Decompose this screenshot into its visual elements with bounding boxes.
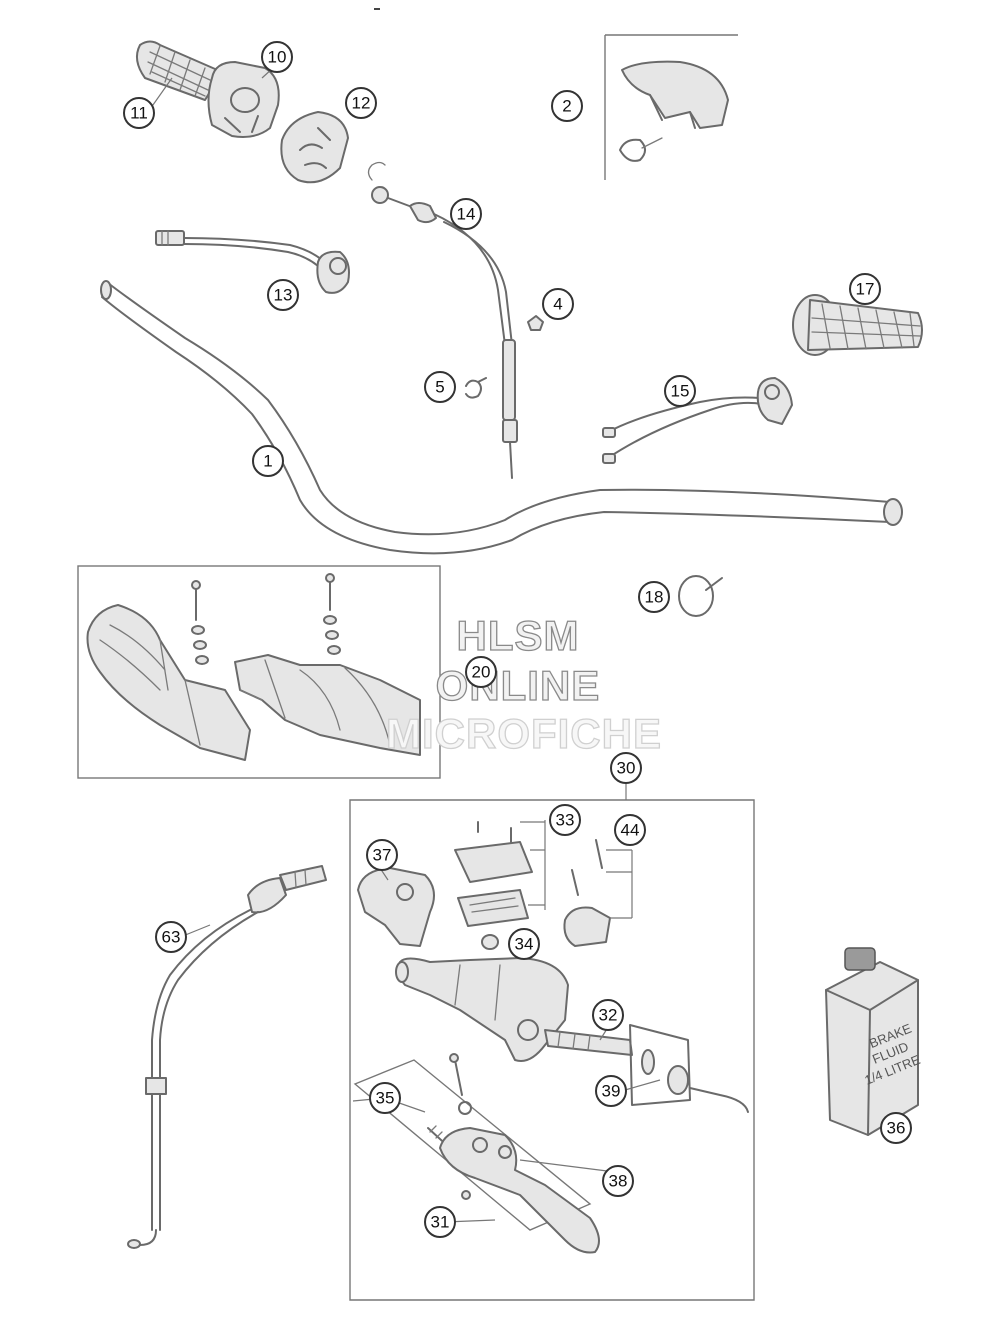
callout-20[interactable]: 20 <box>465 656 497 688</box>
callout-30[interactable]: 30 <box>610 752 642 784</box>
watermark-line-1: HLSM <box>457 612 580 659</box>
callout-5-label: 5 <box>435 378 444 397</box>
callout-10-label: 10 <box>268 48 287 67</box>
callout-38-label: 38 <box>609 1172 628 1191</box>
callout-4-label: 4 <box>553 295 562 314</box>
master-cylinder-box <box>349 784 755 1301</box>
handlebar <box>100 280 903 555</box>
callout-39-label: 39 <box>602 1082 621 1101</box>
watermark-line-2: ONLINE <box>436 662 601 709</box>
nut-4 <box>527 315 544 331</box>
throttle-grip <box>135 40 223 101</box>
callout-35-label: 35 <box>376 1089 395 1108</box>
callout-18[interactable]: 18 <box>638 581 670 613</box>
callout-30-label: 30 <box>617 759 636 778</box>
ring-18 <box>678 575 723 617</box>
callout-2[interactable]: 2 <box>551 90 583 122</box>
callout-34-label: 34 <box>515 935 534 954</box>
part-2-box <box>604 34 738 180</box>
callout-12[interactable]: 12 <box>345 87 377 119</box>
callout-33[interactable]: 33 <box>549 804 581 836</box>
brake-fluid-bottle: BRAKE FLUID 1/4 LITRE <box>825 947 923 1136</box>
callout-34[interactable]: 34 <box>508 928 540 960</box>
callout-14[interactable]: 14 <box>450 198 482 230</box>
callout-4[interactable]: 4 <box>542 288 574 320</box>
callout-5[interactable]: 5 <box>424 371 456 403</box>
handguard-box <box>77 565 441 779</box>
throttle-cable <box>367 161 518 479</box>
callout-11[interactable]: 11 <box>123 97 155 129</box>
switch-15 <box>602 377 793 464</box>
callout-17[interactable]: 17 <box>849 273 881 305</box>
clip-5 <box>465 377 487 399</box>
callout-44[interactable]: 44 <box>614 814 646 846</box>
callout-1-label: 1 <box>263 452 272 471</box>
callout-1[interactable]: 1 <box>252 445 284 477</box>
brake-switch-cable <box>127 865 327 1249</box>
callout-36-label: 36 <box>887 1119 906 1138</box>
callout-44-label: 44 <box>621 821 640 840</box>
callout-31-label: 31 <box>431 1213 450 1232</box>
callout-18-label: 18 <box>645 588 664 607</box>
callout-32-label: 32 <box>599 1006 618 1025</box>
callout-38[interactable]: 38 <box>602 1165 634 1197</box>
callout-13[interactable]: 13 <box>267 279 299 311</box>
callout-12-label: 12 <box>352 94 371 113</box>
watermark: HLSM ONLINE MICROFICHE <box>385 611 662 757</box>
callout-20-label: 20 <box>472 663 491 682</box>
callout-37[interactable]: 37 <box>366 839 398 871</box>
callout-11-label: 11 <box>130 104 148 123</box>
housing-cover <box>280 111 349 184</box>
kill-switch <box>155 230 350 294</box>
throttle-housing <box>207 61 280 138</box>
callout-63-label: 63 <box>162 928 181 947</box>
callout-33-label: 33 <box>556 811 575 830</box>
callout-35[interactable]: 35 <box>369 1082 401 1114</box>
callout-14-label: 14 <box>457 205 476 224</box>
callout-37-label: 37 <box>373 846 392 865</box>
callout-2-label: 2 <box>562 97 571 116</box>
callout-10[interactable]: 10 <box>261 41 293 73</box>
callout-15[interactable]: 15 <box>664 375 696 407</box>
callout-32[interactable]: 32 <box>592 999 624 1031</box>
watermark-line-3: MICROFICHE <box>386 710 662 757</box>
callout-36[interactable]: 36 <box>880 1112 912 1144</box>
callout-13-label: 13 <box>274 286 293 305</box>
callout-15-label: 15 <box>671 382 690 401</box>
callout-17-label: 17 <box>856 280 875 299</box>
top-mark <box>374 8 380 10</box>
callout-39[interactable]: 39 <box>595 1075 627 1107</box>
callout-63[interactable]: 63 <box>155 921 187 953</box>
left-grip <box>792 294 923 356</box>
callout-31[interactable]: 31 <box>424 1206 456 1238</box>
